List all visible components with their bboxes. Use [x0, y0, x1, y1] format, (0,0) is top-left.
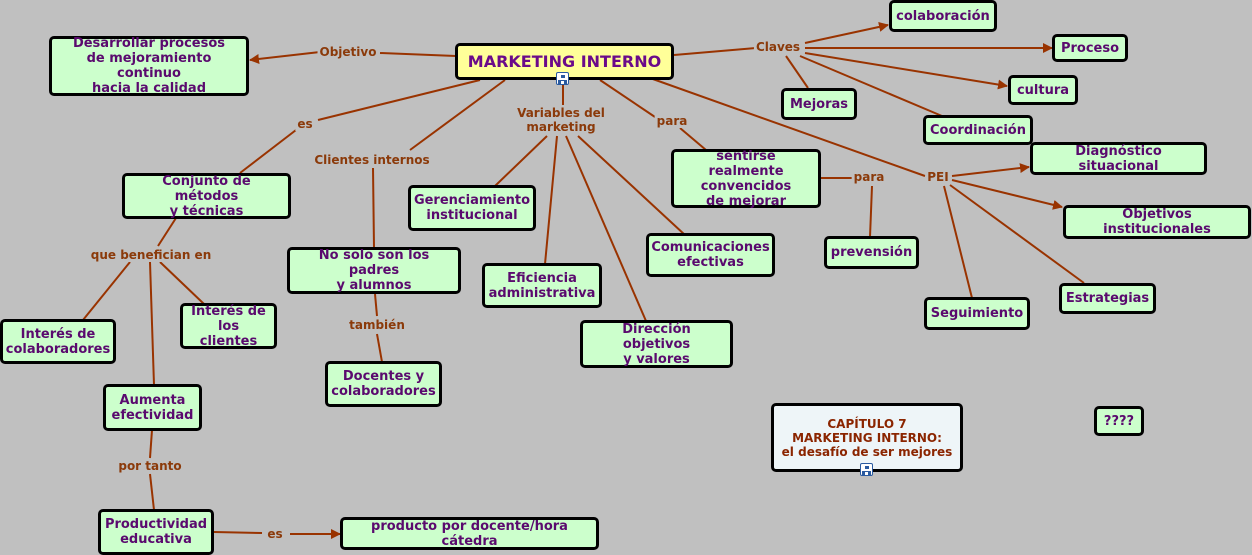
node-prevension[interactable]: prevensión: [824, 236, 919, 269]
label-para-right: para: [851, 170, 887, 184]
link-main-objetivo: [379, 52, 457, 57]
link-pei-diagnostico: [951, 163, 1030, 177]
link-claves-coordinacion: [799, 55, 943, 117]
node-direccion-objetivos[interactable]: Dirección objetivos y valores: [580, 320, 733, 368]
link-tambien-docentes: [376, 333, 383, 363]
link-claves-colaboracion: [804, 22, 889, 44]
link-variables-comunicaciones: [577, 135, 686, 236]
node-proceso[interactable]: Proceso: [1052, 34, 1128, 62]
node-interrogacion[interactable]: ????: [1094, 406, 1144, 436]
label-para-top: para: [654, 114, 690, 128]
node-gerenciamiento-institucional[interactable]: Gerenciamiento institucional: [408, 185, 536, 231]
node-cultura[interactable]: cultura: [1008, 75, 1078, 105]
node-diagnostico-situacional[interactable]: Diagnóstico situacional: [1030, 142, 1207, 175]
label-es-bottom: es: [265, 527, 285, 541]
node-comunicaciones-efectivas[interactable]: Comunicaciones efectivas: [646, 233, 775, 277]
submap-icon[interactable]: [556, 72, 569, 85]
link-portanto-productividad: [149, 473, 155, 511]
node-docentes-colaboradores[interactable]: Docentes y colaboradores: [325, 361, 442, 407]
link-productividad-es: [213, 531, 263, 534]
link-main-pei: [649, 77, 926, 177]
node-coordinacion[interactable]: Coordinación: [923, 115, 1033, 145]
link-para-prevencion: [869, 185, 873, 238]
label-claves: Claves: [753, 40, 803, 54]
link-variables-eficiencia: [544, 135, 558, 265]
node-sentirse-convencidos[interactable]: sentirse realmente convencidos de mejora…: [671, 149, 821, 209]
link-benefician-clientes: [159, 261, 205, 305]
link-pei-seguimiento: [943, 185, 973, 299]
node-desarrollar-procesos[interactable]: Desarrollar procesos de mejoramiento con…: [49, 36, 249, 96]
link-benefician-aumenta: [149, 261, 155, 386]
link-clientes-nosolo: [372, 167, 375, 249]
node-no-solo-padres[interactable]: No solo son los padres y alumnos: [287, 247, 461, 294]
label-tambien: también: [347, 318, 407, 332]
label-pei: PEI: [925, 170, 951, 184]
node-producto-docente[interactable]: producto por docente/hora cátedra: [340, 517, 599, 550]
link-main-clientes: [409, 79, 506, 151]
node-mejoras[interactable]: Mejoras: [781, 88, 857, 120]
node-productividad-educativa[interactable]: Productividad educativa: [98, 509, 214, 555]
link-claves-cultura: [804, 52, 1008, 90]
node-aumenta-efectividad[interactable]: Aumenta efectividad: [103, 384, 202, 431]
node-interes-colaboradores[interactable]: Interés de colaboradores: [0, 319, 116, 364]
link-nosolo-tambien: [374, 293, 378, 317]
link-es-conjunto: [239, 129, 297, 174]
link-variables-gerenciamiento: [494, 135, 548, 187]
link-claves-mejoras: [785, 55, 809, 89]
label-es: es: [295, 117, 315, 131]
node-seguimiento[interactable]: Seguimiento: [924, 297, 1030, 330]
link-para-sentirse: [679, 127, 707, 151]
link-benefician-colab: [82, 261, 131, 321]
link-conjunto-benefician: [157, 217, 177, 247]
label-clientes-internos: Clientes internos: [312, 153, 432, 167]
link-variables-direccion: [565, 135, 647, 322]
link-main-para: [599, 79, 656, 118]
label-variables-marketing: Variables del marketing: [515, 106, 607, 134]
node-objetivos-institucionales[interactable]: Objetivos institucionales: [1063, 205, 1251, 239]
node-conjunto-metodos[interactable]: Conjunto de métodos y técnicas: [122, 173, 291, 219]
label-por-tanto: por tanto: [116, 459, 184, 473]
link-main-es: [317, 79, 481, 121]
node-capitulo-7[interactable]: CAPÍTULO 7 MARKETING INTERNO: el desafío…: [771, 403, 963, 472]
link-main-claves: [673, 47, 757, 56]
node-eficiencia-administrativa[interactable]: Eficiencia administrativa: [482, 263, 602, 308]
link-aumenta-portanto: [149, 429, 153, 459]
node-estrategias[interactable]: Estrategias: [1059, 283, 1156, 314]
node-colaboracion[interactable]: colaboración: [889, 0, 997, 32]
link-pei-objetivos: [951, 179, 1063, 210]
submap-icon-capitulo[interactable]: [860, 463, 873, 476]
node-interes-clientes[interactable]: Interés de los clientes: [180, 303, 277, 349]
label-que-benefician: que benefician en: [88, 248, 214, 262]
link-objetivo-desarrollar: [249, 51, 321, 64]
link-pei-estrategias: [949, 184, 1085, 284]
label-objetivo: Objetivo: [317, 45, 379, 59]
